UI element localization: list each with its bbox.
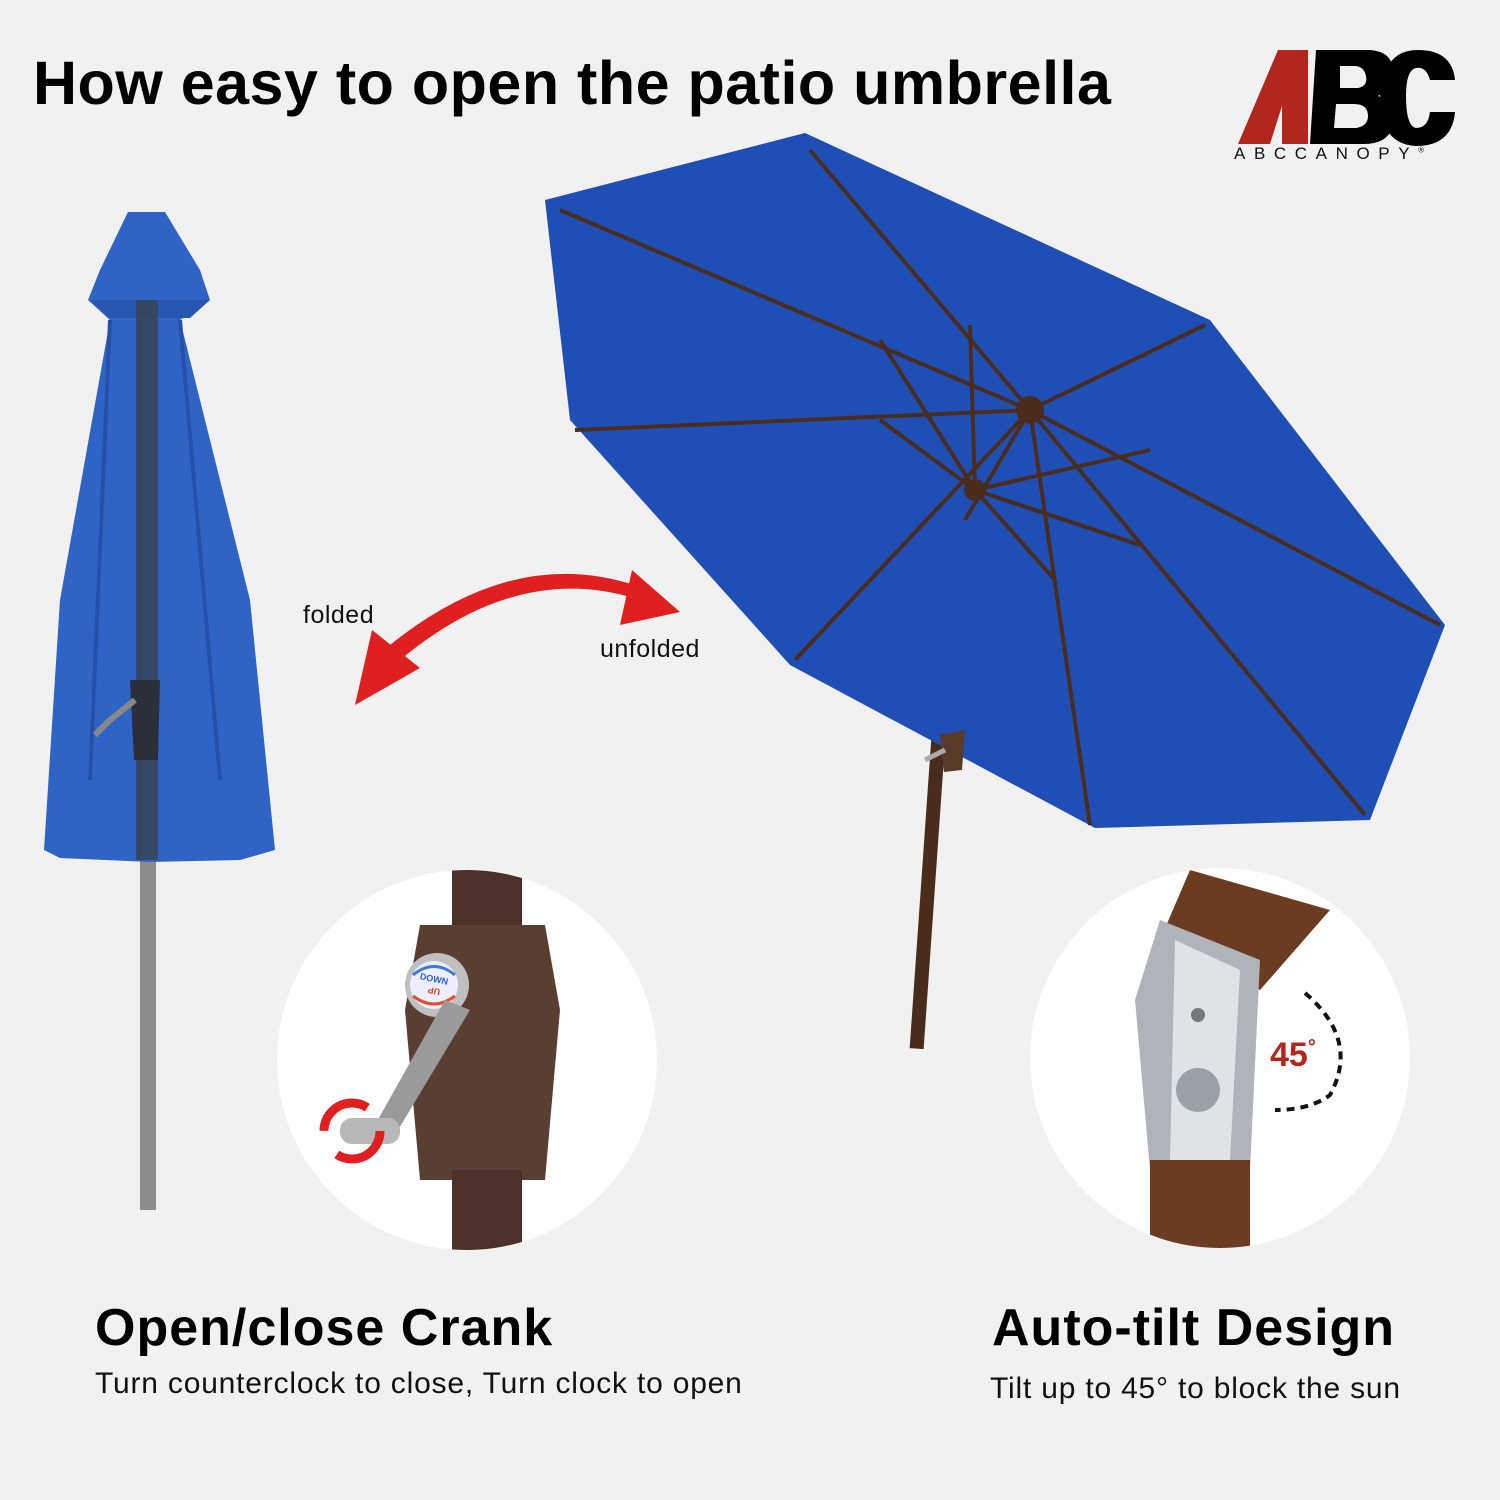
folded-label: folded <box>303 601 375 629</box>
feature-title-tilt: Auto-tilt Design <box>992 1299 1396 1357</box>
crank-detail-image <box>277 870 657 1250</box>
degree-symbol: ° <box>1307 1036 1316 1059</box>
page-title: How easy to open the patio umbrella <box>33 49 1112 117</box>
angle-label: 45° <box>1270 1036 1316 1075</box>
feature-desc-tilt: Tilt up to 45° to block the sun <box>990 1372 1401 1405</box>
brand-logo <box>1238 50 1455 146</box>
unfolded-label: unfolded <box>600 635 700 663</box>
unfolded-umbrella <box>545 133 1445 1050</box>
registered-mark: ® <box>1418 145 1425 155</box>
fold-unfold-arrow <box>355 570 680 705</box>
folded-umbrella <box>44 212 275 1210</box>
angle-value: 45 <box>1270 1036 1308 1074</box>
feature-desc-crank: Turn counterclock to close, Turn clock t… <box>95 1367 743 1400</box>
tilt-detail-image <box>1030 868 1410 1248</box>
brand-name-text: ABCCANOPY <box>1234 144 1419 163</box>
feature-title-crank: Open/close Crank <box>95 1299 554 1357</box>
brand-name: ABCCANOPY® <box>1234 144 1424 164</box>
